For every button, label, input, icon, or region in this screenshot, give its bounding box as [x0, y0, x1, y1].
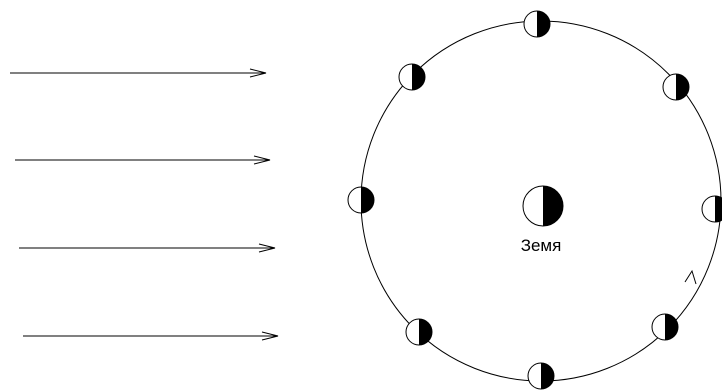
- sunlight-arrows: [10, 68, 279, 341]
- moon: [523, 10, 551, 38]
- moon: [701, 195, 722, 223]
- sunlight-arrow: [19, 243, 276, 253]
- earth-label: Земя: [521, 236, 562, 255]
- orbit-direction-arrow: [684, 269, 697, 285]
- sunlight-arrow: [15, 155, 271, 165]
- sunlight-arrow: [10, 68, 267, 78]
- earth: [522, 185, 564, 227]
- moon: [398, 63, 426, 91]
- moon: [662, 73, 690, 101]
- moon: [347, 186, 375, 214]
- sunlight-arrow: [23, 331, 279, 341]
- moon: [527, 362, 555, 390]
- moon: [651, 313, 679, 341]
- moon: [405, 318, 433, 346]
